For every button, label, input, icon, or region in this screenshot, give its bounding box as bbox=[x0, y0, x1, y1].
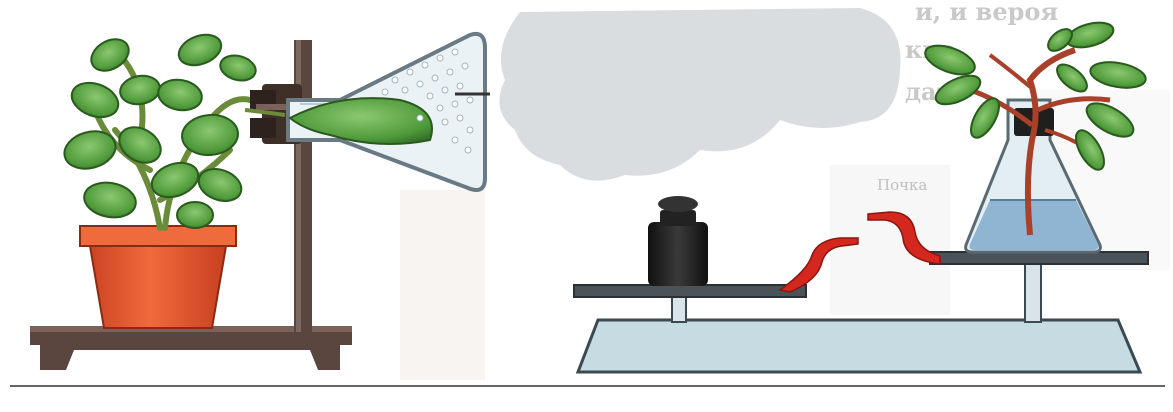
scale-base bbox=[575, 318, 1143, 374]
bg-text-line-1: и, и вероя bbox=[915, 0, 1058, 26]
bg-text-label: Почка bbox=[877, 176, 927, 194]
scale-left-pan bbox=[573, 284, 807, 298]
flask-water bbox=[969, 200, 1099, 250]
balance-weight bbox=[648, 196, 708, 286]
scale-pointer-right bbox=[867, 211, 941, 265]
cloud-blob bbox=[499, 8, 901, 181]
conical-flask bbox=[964, 98, 1102, 254]
stand-base bbox=[30, 330, 352, 370]
condensation-droplets bbox=[381, 48, 474, 154]
right-setup-balance-scale bbox=[573, 21, 1149, 374]
scale-right-pan bbox=[929, 251, 1149, 265]
left-setup-potted-plant bbox=[30, 31, 490, 370]
scale-pointer-left bbox=[778, 237, 859, 293]
leaf-in-flask bbox=[288, 97, 433, 145]
plant-cutting bbox=[924, 21, 1147, 236]
